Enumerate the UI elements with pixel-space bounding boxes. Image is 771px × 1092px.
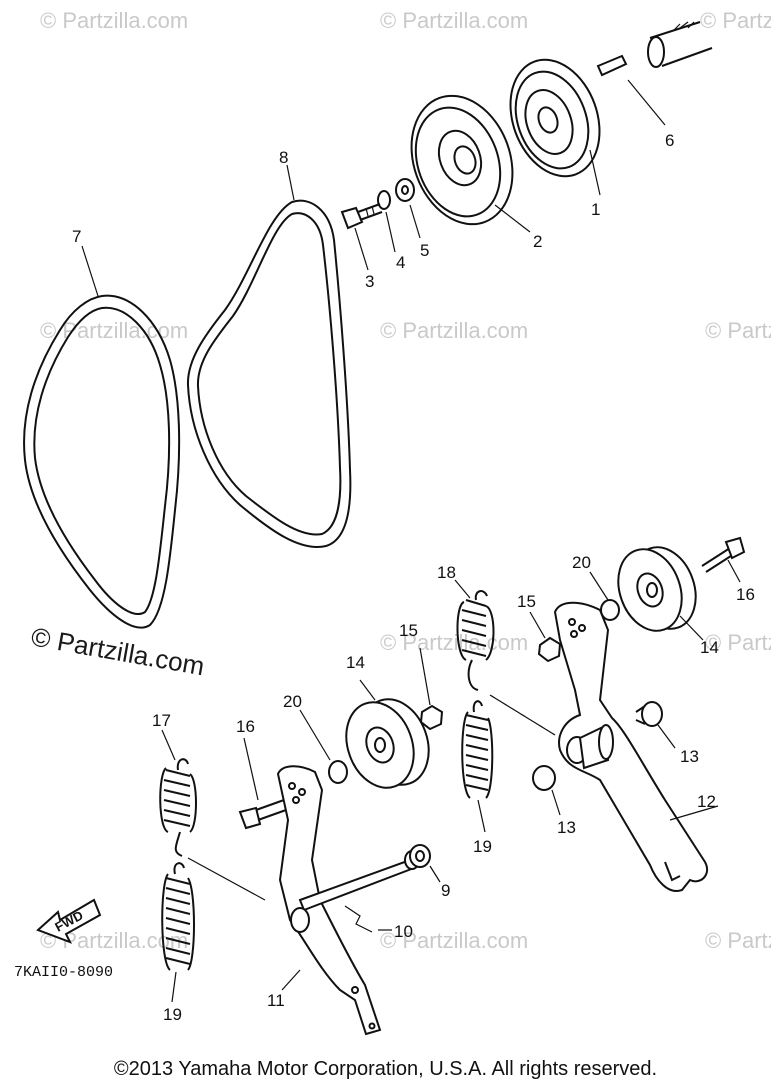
copyright-notice: ©2013 Yamaha Motor Corporation, U.S.A. A…: [113, 1058, 658, 1080]
nut-15-left: [419, 647, 444, 731]
washer-9: [409, 844, 441, 883]
callout-number: 20: [283, 692, 302, 711]
collar-20-left: [299, 709, 348, 784]
watermark: © Partzilla.com: [380, 928, 528, 953]
watermark-main: © Partzilla.com: [29, 621, 207, 681]
bushing-13-lower: [532, 765, 561, 816]
callout-number: 9: [441, 881, 450, 900]
idler-pulley-14-right: [617, 546, 704, 641]
callout-number: 5: [420, 241, 429, 260]
pin-10: [344, 905, 392, 933]
idler-pulley-14-left: [345, 679, 430, 789]
watermark: © Partzilla.com: [705, 318, 771, 343]
watermark: © Partzilla.com: [40, 318, 188, 343]
nut-15-right: [529, 611, 562, 663]
callout-number: 12: [697, 792, 716, 811]
callout-number: 19: [163, 1005, 182, 1024]
callout-number: 17: [152, 711, 171, 730]
watermark: © Partzilla.com: [705, 630, 771, 655]
watermark: © Partzilla.com: [705, 928, 771, 953]
callout-number: 3: [365, 272, 374, 291]
belt-8: [186, 164, 352, 548]
pulley-2: [410, 94, 531, 233]
callout-number: 15: [517, 592, 536, 611]
callout-number: 11: [267, 991, 285, 1010]
bolt-16-left: [238, 737, 287, 830]
callout-number: 16: [236, 717, 255, 736]
callout-number: 13: [680, 747, 699, 766]
callout-number: 14: [700, 638, 719, 657]
callouts: 1 2 3 4 5 6 7 8 9 10 11 12 13 13 14 14 1…: [72, 131, 755, 1024]
spring-18: [454, 579, 495, 691]
watermark: © Partzilla.com: [380, 8, 528, 33]
callout-number: 2: [533, 232, 542, 251]
belt-7: [23, 245, 181, 629]
callout-number: 13: [557, 818, 576, 837]
callout-number: 19: [473, 837, 492, 856]
callout-number: 4: [396, 253, 405, 272]
callout-number: 10: [394, 922, 413, 941]
tension-arm-12: [553, 601, 719, 892]
callout-number: 20: [572, 553, 591, 572]
washer-4: [377, 190, 396, 253]
shaft-end: [647, 21, 713, 68]
spring-19-middle: [461, 700, 494, 833]
callout-number: 16: [736, 585, 755, 604]
watermark: © Partzilla.com: [700, 8, 771, 33]
key-6: [596, 54, 666, 126]
bolt-16-right: [701, 536, 746, 583]
callout-number: 15: [399, 621, 418, 640]
callout-number: 1: [591, 200, 600, 219]
diagram-code: 7KAII0-8090: [14, 964, 113, 981]
watermark: © Partzilla.com: [380, 630, 528, 655]
callout-number: 7: [72, 227, 81, 246]
callout-number: 14: [346, 653, 365, 672]
collar-20-right: [589, 571, 620, 621]
bolt-3: [340, 203, 383, 271]
bushing-13-upper: [635, 701, 676, 749]
pulley-1: [509, 58, 601, 196]
watermark: © Partzilla.com: [40, 8, 188, 33]
callout-number: 8: [279, 148, 288, 167]
washer-5: [395, 178, 421, 239]
callout-number: 18: [437, 563, 456, 582]
spring-17: [159, 729, 197, 857]
tension-arm-11: [276, 765, 420, 1036]
callout-number: 6: [665, 131, 674, 150]
spring-19-left: [161, 862, 195, 1003]
watermark: © Partzilla.com: [380, 318, 528, 343]
